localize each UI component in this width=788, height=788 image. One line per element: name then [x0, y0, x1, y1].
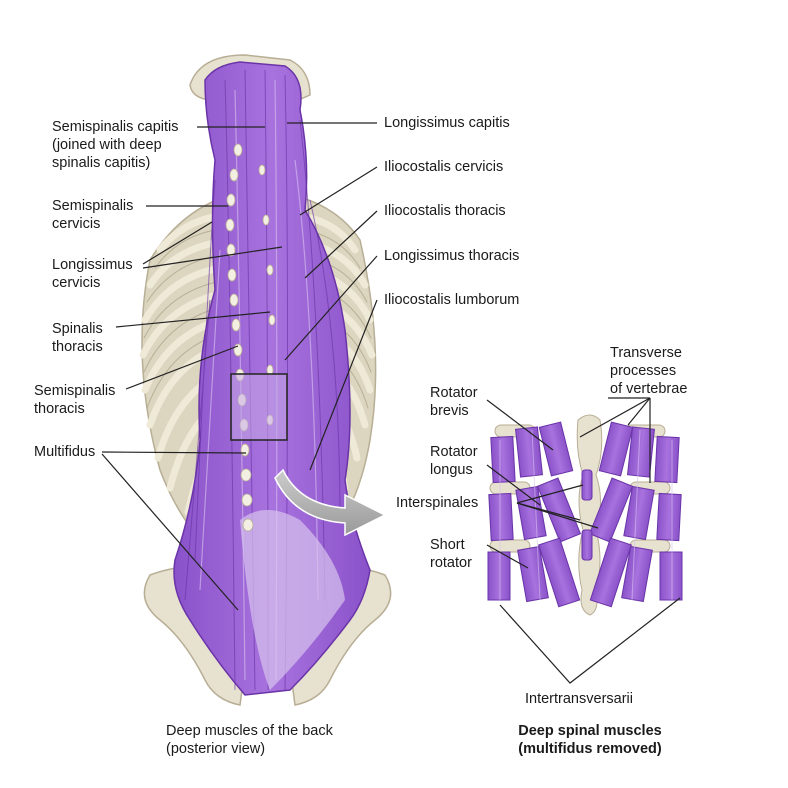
- label-intertransversarii: Intertransversarii: [525, 691, 633, 707]
- label-semispinalis-capitis: Semispinalis capitis (joined with deep s…: [52, 119, 179, 171]
- label-iliocostalis-cervicis: Iliocostalis cervicis: [384, 159, 504, 175]
- label-longissimus-thoracis: Longissimus thoracis: [384, 248, 520, 264]
- zoom-arrow: [274, 468, 387, 537]
- label-semispinalis-cervicis: Semispinalis cervicis: [52, 198, 134, 232]
- back-figure: [139, 54, 392, 706]
- leader-lines: [101, 122, 681, 684]
- label-longissimus-capitis: Longissimus capitis: [384, 115, 510, 131]
- label-interspinales: Interspinales: [396, 495, 479, 511]
- label-iliocostalis-thoracis: Iliocostalis thoracis: [384, 203, 506, 219]
- detail-box: [230, 373, 288, 441]
- label-short-rotator: Short rotator: [430, 537, 472, 571]
- label-iliocostalis-lumborum: Iliocostalis lumborum: [384, 292, 520, 308]
- inset-figure: [487, 414, 683, 616]
- label-rotator-brevis: Rotator brevis: [430, 385, 478, 419]
- label-transverse-processes: Transverse processes of vertebrae: [610, 345, 688, 397]
- label-semispinalis-thoracis: Semispinalis thoracis: [34, 383, 116, 417]
- label-multifidus: Multifidus: [34, 444, 96, 460]
- label-rotator-longus: Rotator longus: [430, 444, 478, 478]
- caption-left: Deep muscles of the back (posterior view…: [166, 723, 333, 757]
- label-longissimus-cervicis: Longissimus cervicis: [52, 257, 133, 291]
- label-spinalis-thoracis: Spinalis thoracis: [52, 321, 103, 355]
- caption-right: Deep spinal muscles (multifidus removed): [518, 723, 662, 757]
